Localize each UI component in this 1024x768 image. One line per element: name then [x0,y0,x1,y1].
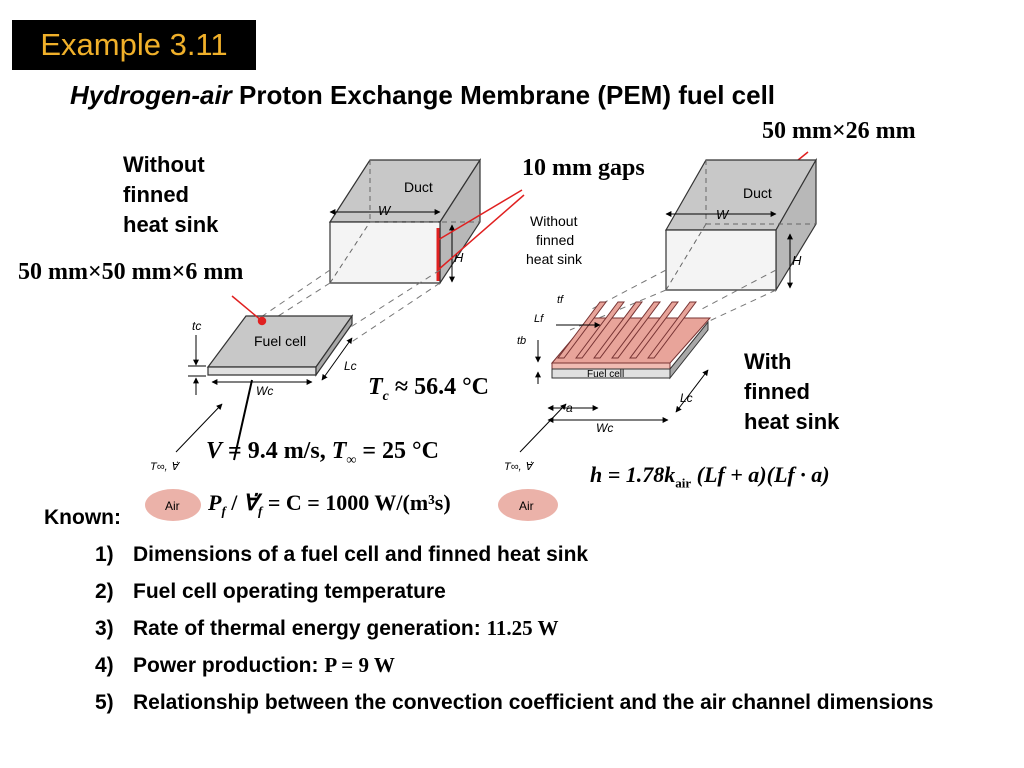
velocity-equation: V = 9.4 m/s, T∞ = 25 °C [206,438,439,468]
subtitle-rest: Proton Exchange Membrane (PEM) fuel cell [231,80,776,110]
right-dimension-label: 50 mm×26 mm [762,118,916,144]
center-without-line1: Without [530,213,578,229]
left-duct-label: Duct [404,179,433,195]
svg-text:Air: Air [519,499,534,513]
tc-label: tc [192,319,201,333]
tf-label: tf [557,294,564,306]
list-item: 3)Rate of thermal energy generation: 11.… [95,616,559,640]
left-tinf-label: T∞, ∀̇ [150,461,181,473]
fuel-cell-plate [188,314,354,395]
list-item: 2)Fuel cell operating temperature [95,580,446,603]
h-equation: h = 1.78kair (Lf + a)(Lf · a) [590,462,830,491]
known-label: Known: [44,506,121,529]
center-without-line2: finned [536,232,574,248]
left-air-blob: Air [145,489,201,521]
slide-title: Example 3.11 [40,27,228,62]
right-duct-w: W [716,207,730,222]
slide-subtitle: Hydrogen-air Proton Exchange Membrane (P… [70,80,775,111]
left-duct-w: W [378,203,392,218]
known-list: 1)Dimensions of a fuel cell and finned h… [95,536,955,721]
lf-label: Lf [534,313,544,325]
right-fuel-cell-label: Fuel cell [587,369,624,380]
right-caption: With finned heat sink [744,349,840,434]
lc-label-right: Lc [680,391,693,405]
right-duct-h: H [792,253,802,268]
finned-heat-sink [535,301,712,423]
lc-label-left: Lc [344,359,357,373]
right-duct-label: Duct [743,185,772,201]
wc-label-left: Wc [256,384,273,398]
right-duct [664,157,818,293]
list-item: 1)Dimensions of a fuel cell and finned h… [95,543,589,566]
tc-equation: Tc ≈ 56.4 °C [368,374,489,404]
left-dimension-label: 50 mm×50 mm×6 mm [18,259,244,285]
fuel-cell-label: Fuel cell [254,333,306,349]
list-item: 5)Relationship between the convection co… [95,691,934,714]
gaps-label: 10 mm gaps [522,155,645,181]
right-air-blob: Air [498,489,558,521]
left-duct-h: H [454,250,464,265]
svg-text:Air: Air [165,499,180,513]
center-without-line3: heat sink [526,251,583,267]
left-duct [328,157,482,286]
velocity-pointer-line [233,379,253,461]
left-caption: Without finned heat sink [123,152,219,237]
wc-label-right: Wc [596,421,613,435]
right-airflow-arrow [519,403,567,453]
list-item: 4)Power production: P = 9 W [95,653,395,677]
subtitle-italic: Hydrogen-air [70,80,232,110]
tb-label: tb [517,335,526,347]
title-background [12,20,256,70]
power-density-equation: Pf / ∀̇f = C = 1000 W/(m³s) [208,490,451,519]
right-tinf-label: T∞, ∀̇ [504,461,535,473]
left-airflow-arrow [175,403,223,453]
a-label: a [566,401,573,415]
